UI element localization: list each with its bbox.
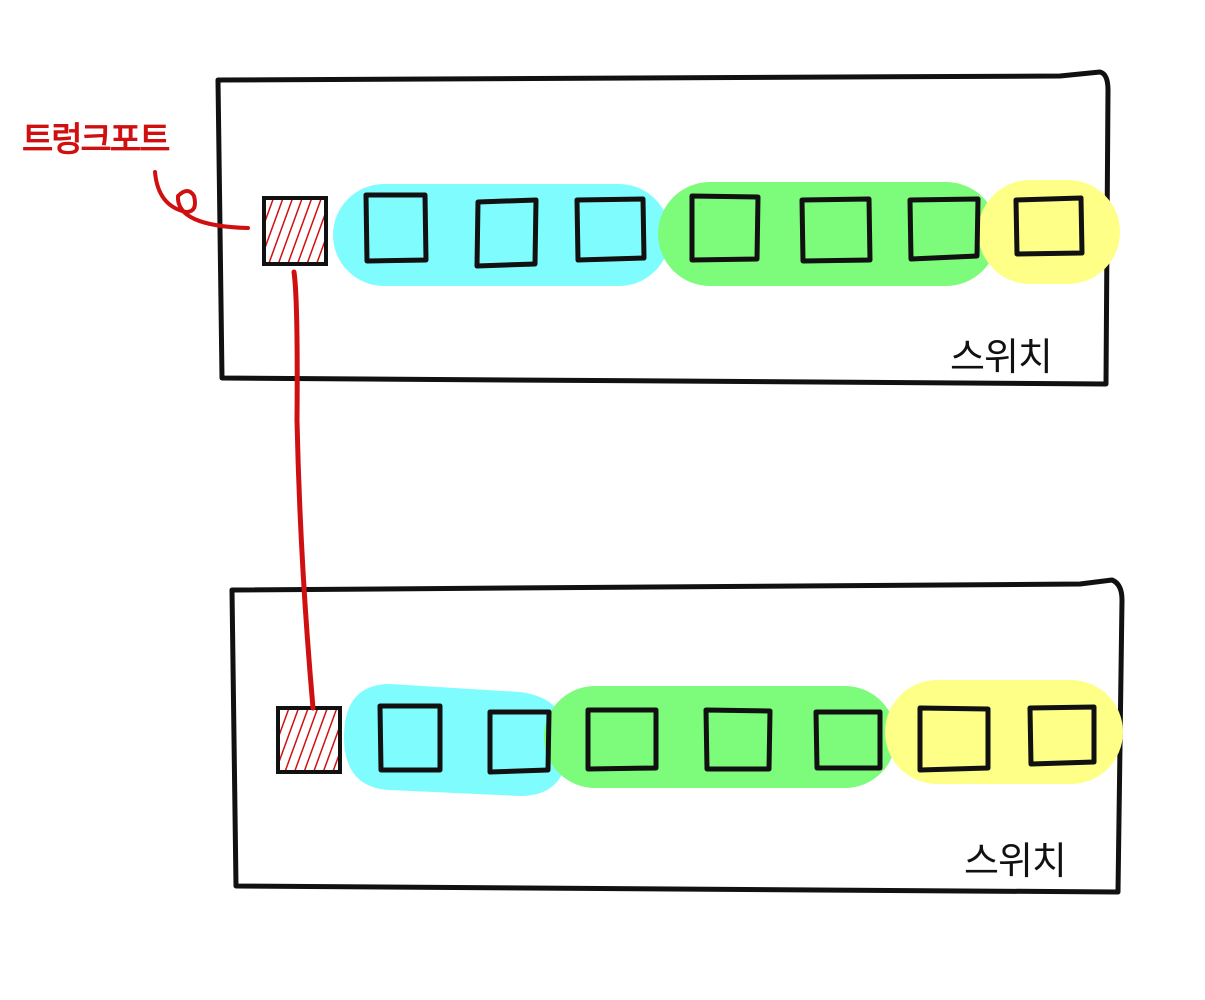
vlan-cyan-band-bottom [344,684,568,796]
switch-top [215,69,1120,387]
trunk-port-top[interactable] [262,196,328,266]
switch-bottom-label: 스위치 [964,839,1067,883]
port-bottom-7[interactable] [1027,704,1097,767]
port-bottom-3[interactable] [585,707,659,772]
vlan-green-band-bottom [544,686,896,788]
vlan-yellow-band-top [978,180,1120,284]
port-top-1[interactable] [363,192,429,264]
switch-bottom [229,577,1125,895]
trunk-link-cable [291,269,316,711]
port-bottom-2[interactable] [487,709,552,775]
port-bottom-6[interactable] [917,705,991,773]
port-top-7[interactable] [1013,195,1085,257]
port-top-3[interactable] [574,196,647,263]
trunk-label-pointer [153,170,250,230]
port-bottom-1[interactable] [377,703,443,773]
port-bottom-5[interactable] [813,709,883,771]
port-top-6[interactable] [907,196,981,262]
switch-top-label: 스위치 [950,335,1053,379]
port-top-5[interactable] [799,196,873,264]
trunk-port-label: 트렁크포트 [22,120,170,160]
port-top-4[interactable] [689,193,761,263]
port-top-2[interactable] [474,197,539,269]
port-bottom-4[interactable] [703,707,773,772]
trunk-port-bottom[interactable] [276,706,342,774]
